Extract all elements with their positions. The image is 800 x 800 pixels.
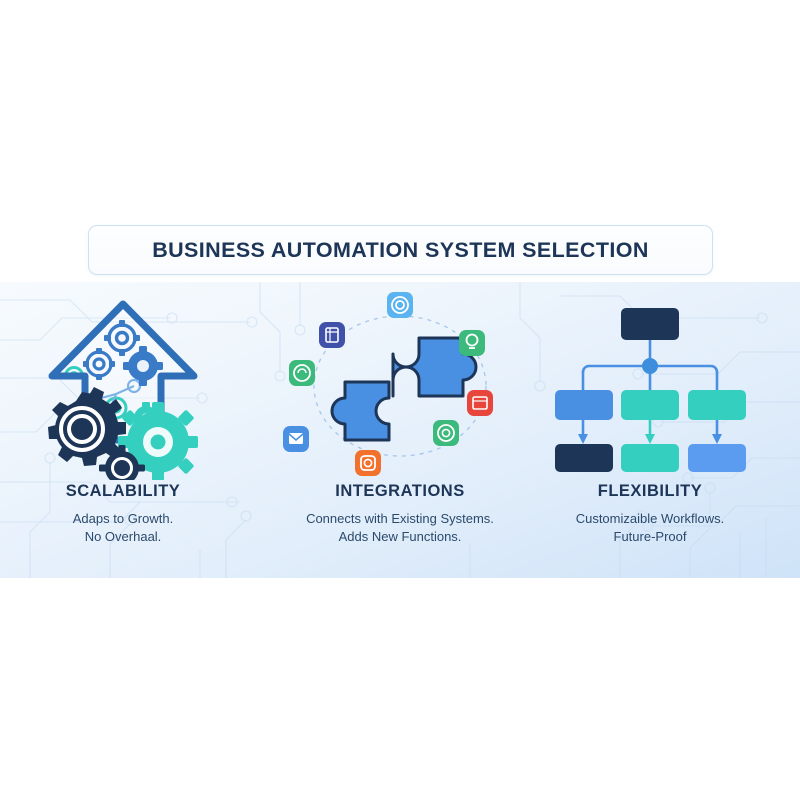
app-icon-spreadsheet xyxy=(319,322,345,348)
heading-flexibility: FLEXIBILITY xyxy=(597,482,703,500)
flow-node-mid-3 xyxy=(688,390,746,420)
upward-arrow-with-gears-icon xyxy=(48,300,198,480)
app-icon-target-green xyxy=(433,420,459,446)
puzzle-piece-lower xyxy=(330,380,391,442)
gear-navy-small xyxy=(99,445,145,480)
app-icon-camera xyxy=(355,450,381,476)
flow-node-bottom-3 xyxy=(688,444,746,472)
flow-node-mid-1 xyxy=(555,390,613,420)
caption-integrations-line-2: Adds New Functions. xyxy=(338,529,462,545)
heading-integrations: INTEGRATIONS xyxy=(335,482,465,500)
caption-block-scalability: SCALABILITY Adaps to Growth. No Overhaal… xyxy=(0,482,248,547)
flow-junction-dot xyxy=(642,358,658,374)
app-icon-news-red xyxy=(467,390,493,416)
flow-node-bottom-1 xyxy=(555,444,613,472)
column-integrations: INTEGRATIONS Connects with Existing Syst… xyxy=(275,282,525,578)
column-flexibility: FLEXIBILITY Customizaible Workflows. Fut… xyxy=(525,282,775,578)
caption-flexibility-line-2: Future-Proof xyxy=(613,529,687,545)
page-title-box: BUSINESS AUTOMATION SYSTEM SELECTION xyxy=(88,225,713,275)
flow-node-top xyxy=(621,308,679,340)
page-title: BUSINESS AUTOMATION SYSTEM SELECTION xyxy=(152,237,649,262)
flow-node-mid-2 xyxy=(621,390,679,420)
app-icon-bulb-green xyxy=(459,330,485,356)
caption-scalability-line-2: No Overhaal. xyxy=(84,529,162,545)
caption-block-integrations: INTEGRATIONS Connects with Existing Syst… xyxy=(275,482,525,547)
workflow-flowchart-icon xyxy=(555,308,746,472)
arrow-head-right xyxy=(712,434,722,444)
gear-navy-large xyxy=(48,387,126,466)
app-icon-chat-green xyxy=(289,360,315,386)
arrow-head-left xyxy=(578,434,588,444)
caption-scalability-line-1: Adaps to Growth. xyxy=(72,511,174,526)
gear-teal-large xyxy=(118,402,198,480)
column-scalability: SCALABILITY Adaps to Growth. No Overhaal… xyxy=(28,282,278,578)
caption-integrations-line-1: Connects with Existing Systems. xyxy=(306,511,494,526)
app-icon-target-blue xyxy=(387,292,413,318)
interlocking-puzzle-pieces-icon xyxy=(283,292,493,476)
orbit-ellipse xyxy=(313,315,487,457)
flow-node-bottom-2 xyxy=(621,444,679,472)
infographic-panel: SCALABILITY Adaps to Growth. No Overhaal… xyxy=(0,282,800,578)
caption-flexibility-line-1: Customizaible Workflows. xyxy=(575,511,725,526)
caption-block-flexibility: FLEXIBILITY Customizaible Workflows. Fut… xyxy=(525,482,775,547)
heading-scalability: SCALABILITY xyxy=(65,482,181,500)
arrow-head-middle xyxy=(645,434,655,444)
puzzle-piece-upper xyxy=(391,336,478,398)
app-icon-mail xyxy=(283,426,309,452)
